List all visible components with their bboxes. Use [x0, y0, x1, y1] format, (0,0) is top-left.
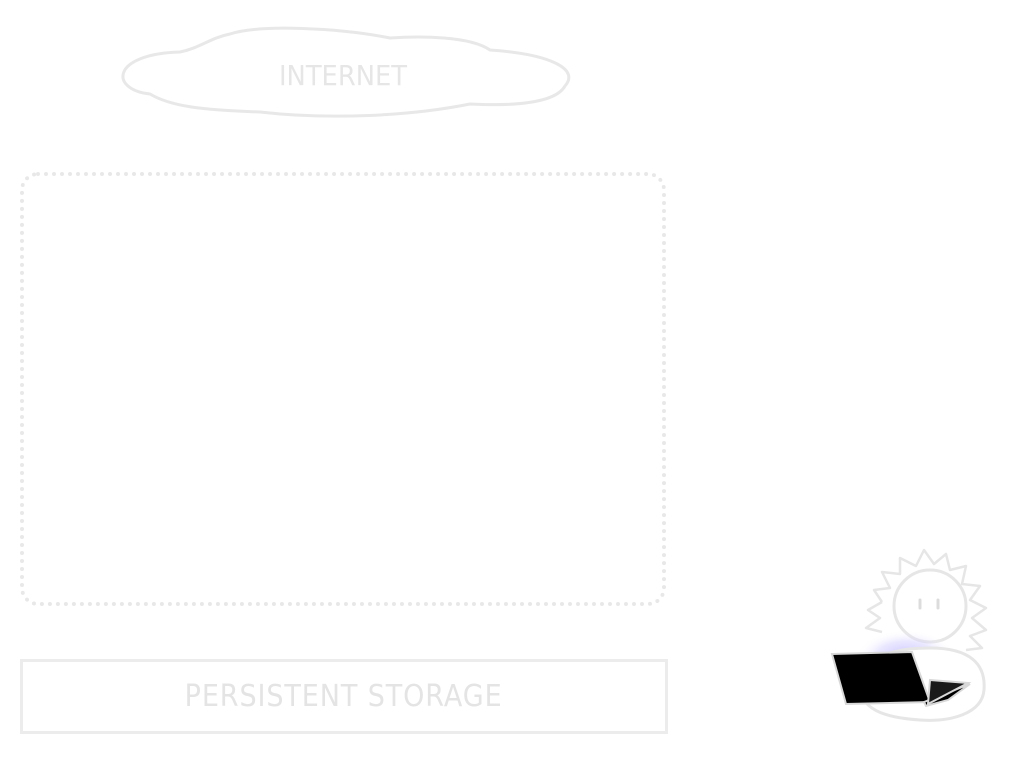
laptop-icon	[830, 650, 972, 708]
user-icon	[830, 548, 988, 722]
internet-label: INTERNET	[278, 59, 408, 92]
persistent-storage-label: PERSISTENT STORAGE	[185, 679, 503, 714]
application-region	[20, 172, 666, 606]
cloud-icon	[121, 26, 571, 118]
persistent-storage-box: PERSISTENT STORAGE	[20, 659, 668, 734]
